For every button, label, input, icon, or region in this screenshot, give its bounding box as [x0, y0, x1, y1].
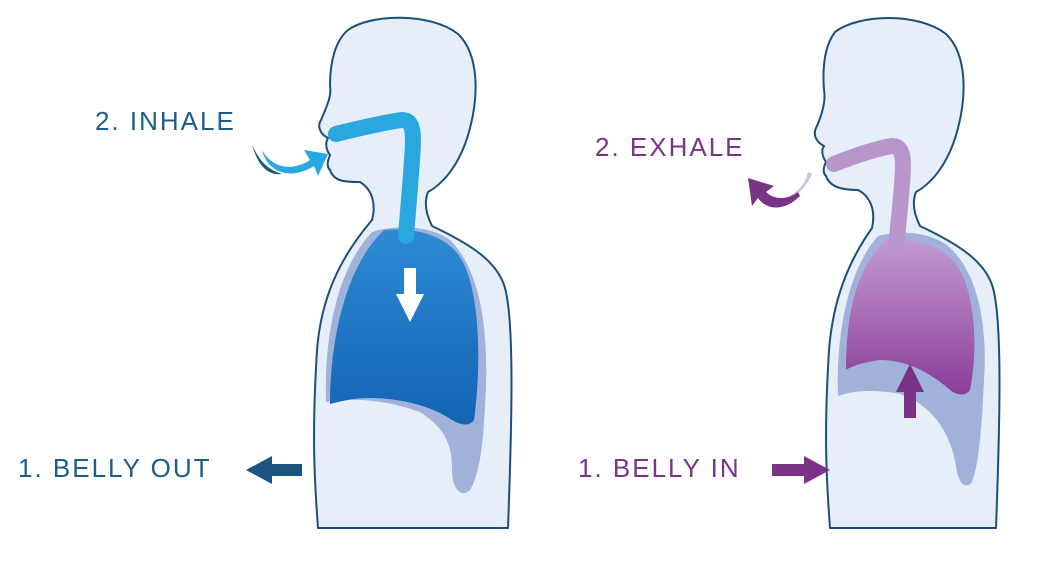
inhale-airway — [328, 111, 421, 244]
inhale-step-label: 2. INHALE — [95, 106, 236, 136]
belly-out-label: 1. BELLY OUT — [18, 453, 212, 483]
arrow-right-icon — [772, 456, 830, 484]
exhale-step-label: 2. EXHALE — [595, 132, 745, 162]
curved-arrow-into-mouth-icon — [252, 144, 328, 176]
curved-arrow-out-of-mouth-icon — [748, 172, 812, 208]
inhale-figure — [246, 16, 513, 529]
arrow-down-icon — [396, 268, 424, 322]
exhale-lungs — [846, 239, 975, 395]
inhale-lungs — [330, 229, 479, 425]
belly-in-label: 1. BELLY IN — [578, 453, 741, 483]
arrow-up-icon — [896, 364, 924, 418]
arrow-left-icon — [246, 456, 302, 484]
exhale-airway — [826, 137, 911, 254]
exhale-figure — [748, 17, 1001, 529]
